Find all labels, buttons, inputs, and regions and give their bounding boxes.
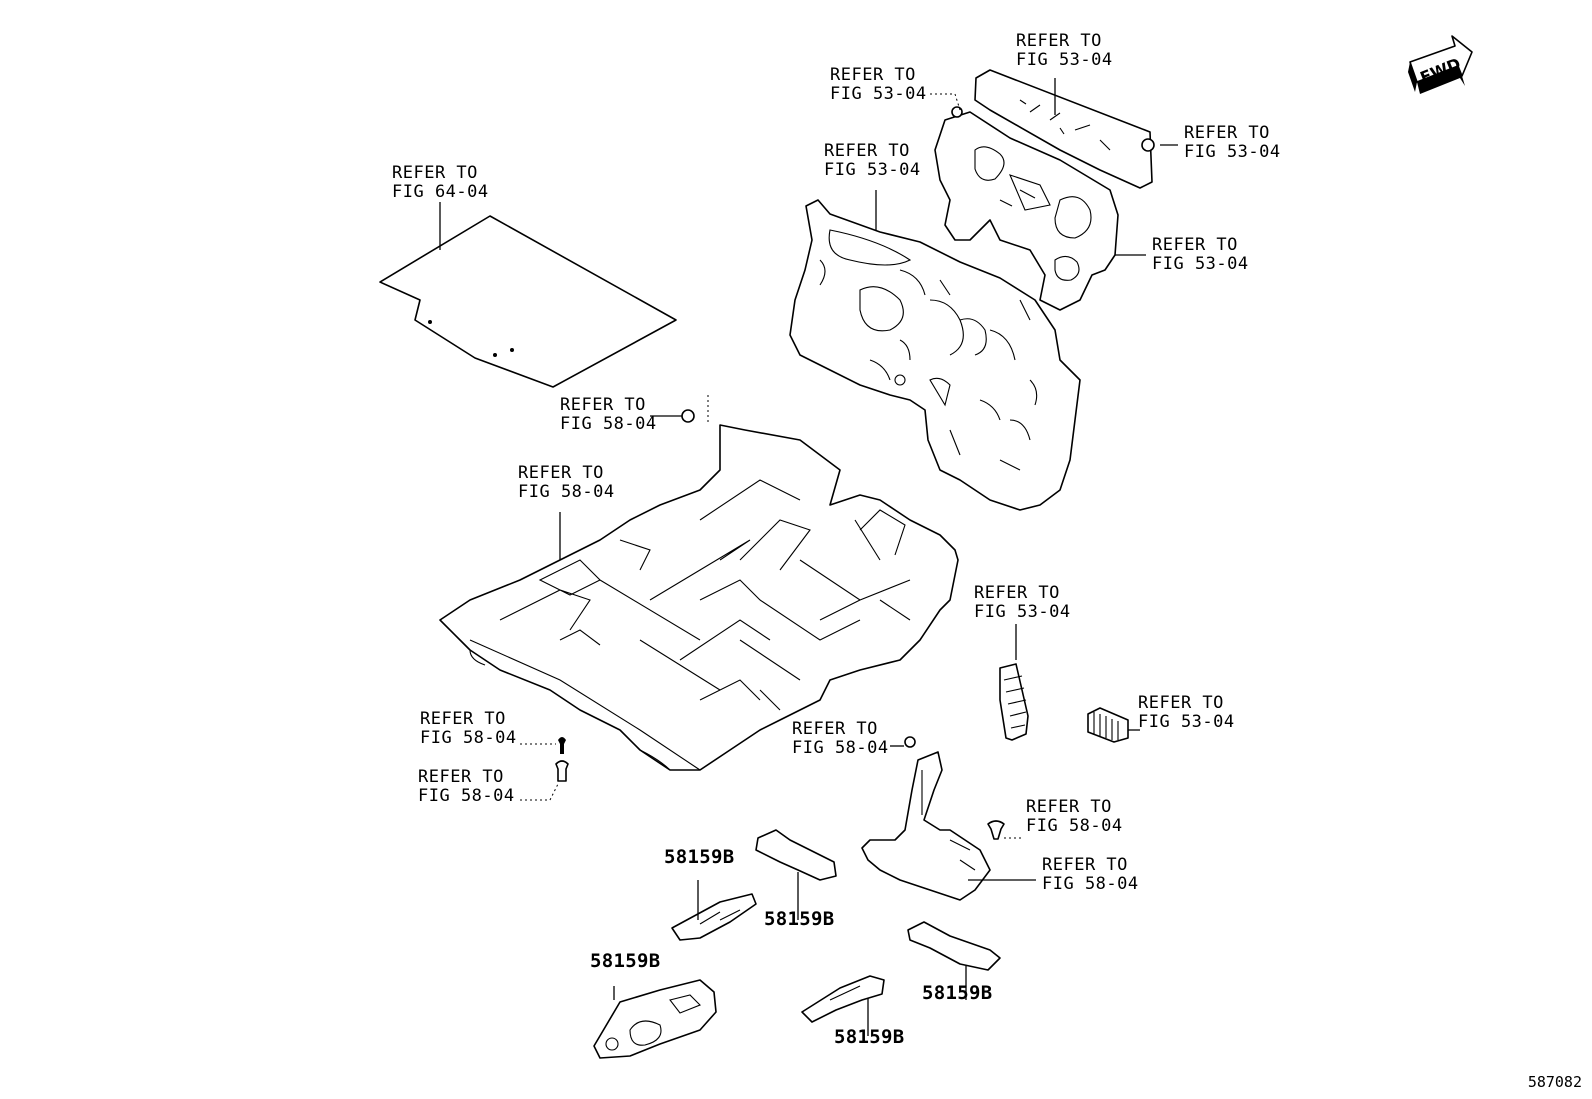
clip-1 [558,737,566,754]
part-number-58159B-4[interactable]: 58159B [922,982,993,1004]
dash-insulator-upper [974,69,1153,189]
luggage-mat [379,215,677,388]
floor-pad-small [1087,707,1129,743]
floor-spacer-4 [801,975,885,1023]
front-floor-carpet [439,424,959,771]
floor-pad-vertical [999,663,1029,741]
floor-spacer-2 [671,893,757,941]
clip-2 [555,760,569,782]
floor-spacer-3 [593,979,717,1059]
part-number-58159B-5[interactable]: 58159B [834,1026,905,1048]
part-number-58159B-1[interactable]: 58159B [664,846,735,868]
floor-spacer-5 [907,921,1001,971]
floor-spacer-1 [755,829,837,881]
diagram-code: 587082 [1527,1073,1582,1091]
fwd-arrow-icon: FWD [1408,35,1473,94]
part-number-58159B-3[interactable]: 58159B [590,950,661,972]
rear-floor-pad [861,751,991,901]
clip-3 [987,820,1005,840]
dash-insulator-middle [934,111,1119,311]
part-number-58159B-2[interactable]: 58159B [764,908,835,930]
dash-insulator-main [789,199,1081,511]
